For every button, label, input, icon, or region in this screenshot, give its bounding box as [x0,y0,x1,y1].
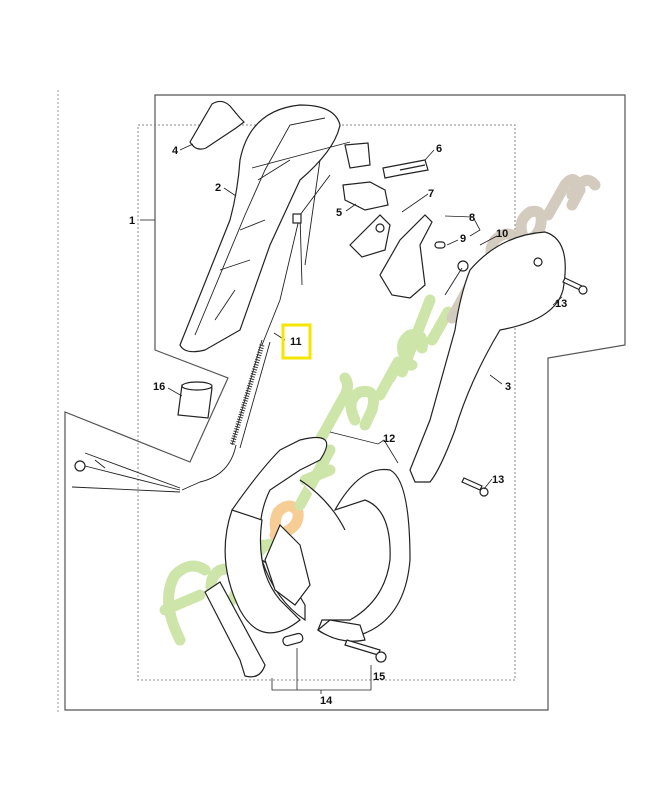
cable-ends [71,452,181,493]
assembly-frame [64,94,626,711]
callout-2[interactable]: 2 [215,182,221,194]
callout-6[interactable]: 6 [436,143,442,155]
leader-lines [140,143,563,694]
callout-4[interactable]: 4 [172,145,179,157]
callout-13-upper[interactable]: 13 [555,298,567,310]
part-2-handle-shell [179,104,341,353]
callout-9[interactable]: 9 [460,233,466,245]
part-13-screw-lower [461,477,483,491]
part-14-lever [204,581,266,678]
callout-8[interactable]: 8 [469,212,475,224]
callout-11-highlight [281,323,312,360]
wiring [251,141,351,346]
callout-11[interactable]: 11 [290,336,302,348]
switch-connector [344,142,371,169]
part-12-housing-right [317,468,411,638]
part-15-screw [344,639,381,656]
part-10-spring [457,260,469,272]
part-12-housing-left [231,436,346,622]
callout-13-lower[interactable]: 13 [492,474,504,486]
part-14-pin [282,632,304,647]
callout-10[interactable]: 10 [496,228,508,240]
part-4-trigger [189,100,245,150]
part-9-pin [434,241,446,249]
callout-12[interactable]: 12 [383,433,395,445]
callout-1[interactable]: 1 [129,215,135,227]
switch-housing [264,523,311,606]
part-5-switch [342,181,389,211]
part-6-clip [382,159,429,179]
callout-5[interactable]: 5 [336,207,342,219]
callout-15[interactable]: 15 [373,671,385,683]
callout-7[interactable]: 7 [428,188,434,200]
callout-14[interactable]: 14 [320,695,333,707]
part-7-lever [349,214,391,258]
callout-16[interactable]: 16 [153,381,165,393]
callout-3[interactable]: 3 [505,381,511,393]
part-3-rear-handle [409,231,566,483]
part-7-lever-b [379,214,433,299]
